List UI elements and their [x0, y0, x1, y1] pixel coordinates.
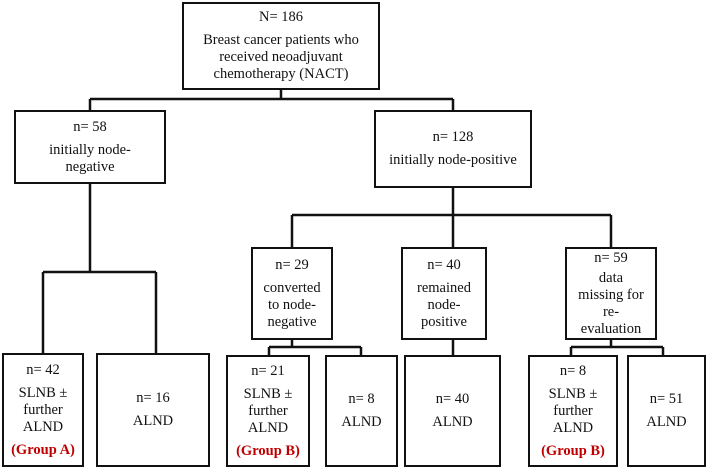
- group-b2-slnb-count: n= 8: [559, 362, 587, 379]
- group-b2-alnd-line-1: ALND: [646, 414, 687, 430]
- group-b2-alnd-count: n= 51: [649, 391, 684, 407]
- remained-alnd-box: n= 40 ALND: [404, 355, 501, 467]
- connector-negative: [41, 184, 158, 353]
- missing-line-2: missing for: [578, 286, 644, 303]
- group-a-alnd-line-1: ALND: [132, 413, 174, 429]
- remained-line-1: remained: [417, 279, 471, 296]
- group-b1-slnb-box: n= 21 SLNB ± further ALND (Group B): [226, 355, 310, 467]
- converted-line-3: negative: [267, 313, 317, 330]
- node-positive-line-1: initially node-positive: [389, 152, 517, 168]
- connector-converted: [267, 340, 363, 355]
- group-b1-slnb-count: n= 21: [251, 362, 285, 379]
- group-b2-slnb-box: n= 8 SLNB ± further ALND (Group B): [528, 355, 618, 467]
- node-negative-count: n= 58: [73, 118, 107, 135]
- group-a-alnd-count: n= 16: [136, 390, 170, 406]
- missing-line-1: data: [598, 269, 624, 286]
- group-a-slnb-line-3: ALND: [22, 418, 64, 435]
- remained-count: n= 40: [427, 256, 461, 273]
- group-b1-slnb-line-1: SLNB ±: [243, 385, 293, 402]
- missing-box: n= 59 data missing for re- evaluation: [565, 247, 657, 340]
- remained-box: n= 40 remained node- positive: [401, 247, 487, 340]
- root-line-3: chemotherapy (NACT): [213, 66, 349, 82]
- node-negative-line-2: negative: [65, 158, 115, 175]
- connector-missing: [569, 340, 665, 355]
- group-a-slnb-box: n= 42 SLNB ± further ALND (Group A): [2, 353, 84, 467]
- connector-positive: [290, 188, 613, 247]
- node-positive-box: n= 128 initially node-positive: [374, 110, 532, 188]
- group-b1-alnd-box: n= 8 ALND: [325, 355, 398, 467]
- converted-line-1: converted: [263, 279, 321, 296]
- node-negative-box: n= 58 initially node- negative: [14, 110, 166, 184]
- group-b2-slnb-line-2: further: [553, 402, 593, 419]
- group-a-label: (Group A): [11, 441, 75, 458]
- converted-box: n= 29 converted to node- negative: [251, 247, 333, 340]
- converted-line-2: to node-: [268, 296, 316, 313]
- group-b1-alnd-line-1: ALND: [341, 414, 382, 430]
- root-box: N= 186 Breast cancer patients who receiv…: [182, 2, 380, 90]
- group-a-alnd-box: n= 16 ALND: [96, 353, 210, 467]
- remained-line-2: node-: [427, 296, 461, 313]
- missing-line-3: re-: [602, 303, 620, 320]
- group-a-slnb-line-2: further: [23, 401, 63, 418]
- missing-count: n= 59: [594, 249, 628, 266]
- group-b1-alnd-count: n= 8: [348, 391, 375, 407]
- node-negative-line-1: initially node-: [49, 141, 131, 158]
- converted-count: n= 29: [275, 256, 309, 273]
- group-b1-slnb-line-2: further: [248, 402, 288, 419]
- remained-alnd-count: n= 40: [435, 391, 470, 407]
- node-positive-count: n= 128: [432, 129, 474, 145]
- root-count: N= 186: [258, 9, 304, 25]
- group-b2-alnd-box: n= 51 ALND: [627, 355, 706, 467]
- connector-root: [88, 90, 455, 110]
- root-line-2: received neoadjuvant: [219, 49, 343, 65]
- group-b2-slnb-line-1: SLNB ±: [548, 385, 598, 402]
- group-b1-label: (Group B): [236, 442, 300, 459]
- root-line-1: Breast cancer patients who: [203, 32, 359, 48]
- missing-line-4: evaluation: [580, 320, 642, 337]
- remained-line-3: positive: [421, 313, 467, 330]
- remained-alnd-line-1: ALND: [432, 414, 473, 430]
- group-a-slnb-count: n= 42: [26, 361, 60, 378]
- group-a-slnb-line-1: SLNB ±: [18, 384, 68, 401]
- group-b1-slnb-line-3: ALND: [247, 419, 289, 436]
- group-b2-label: (Group B): [541, 442, 605, 459]
- group-b2-slnb-line-3: ALND: [552, 419, 594, 436]
